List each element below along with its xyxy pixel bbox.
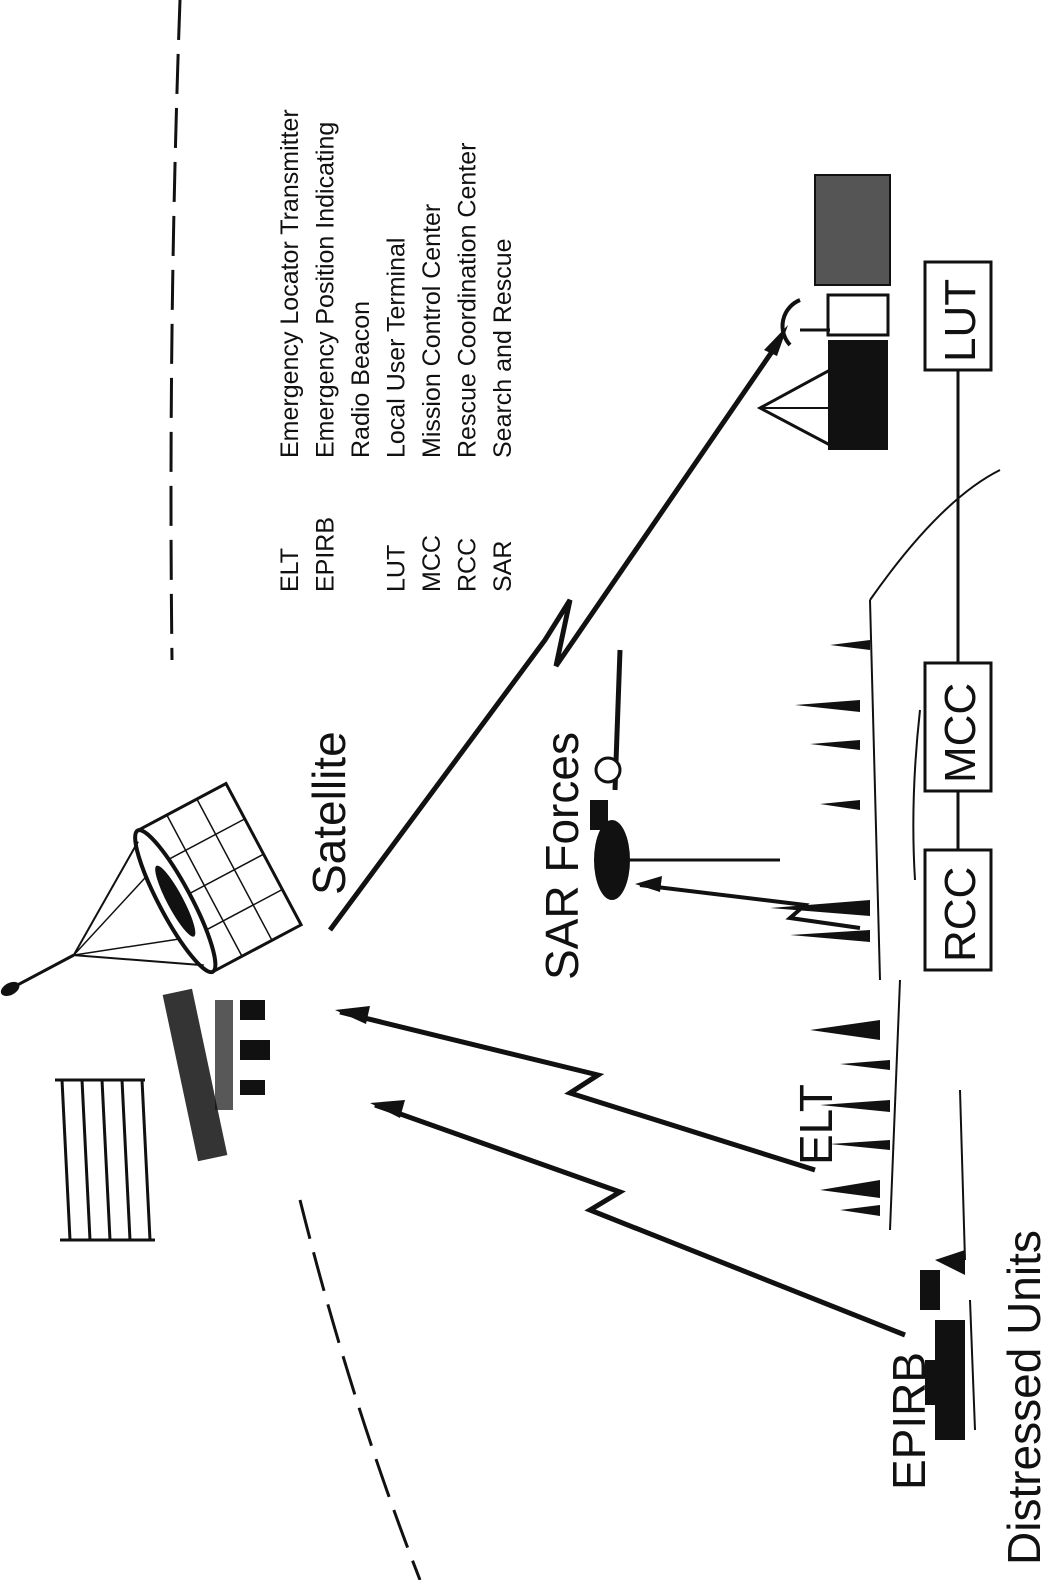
legend-meaning: Local User Terminal [383, 238, 411, 458]
legend-abbr: SAR [489, 541, 517, 592]
ground-network: LUT MCC RCC [923, 260, 993, 972]
radio-links [327, 325, 906, 1338]
legend-meaning: Mission Control Center [418, 204, 446, 458]
legend-meaning: Rescue Coordination Center [454, 143, 482, 458]
helicopter-icon [590, 649, 780, 900]
ship-icon [920, 1250, 965, 1440]
rcc-box: RCC [923, 848, 993, 972]
legend-meaning: Emergency Locator Transmitter [276, 109, 304, 458]
solar-panel-icon [55, 988, 270, 1242]
legend-meaning: Search and Rescue [489, 238, 517, 458]
legend-abbr: ELT [276, 548, 304, 592]
horizon-arc-top [169, 0, 182, 661]
elt-label: ELT [790, 1084, 842, 1165]
distressed-units-label: Distressed Units [998, 1230, 1050, 1565]
satellite-icon [0, 781, 304, 996]
sar-forces-label: SAR Forces [536, 732, 588, 980]
legend-meaning: Radio Beacon [347, 301, 375, 458]
legend-meaning: Emergency Position Indicating [312, 122, 340, 458]
legend-abbr: RCC [454, 538, 482, 592]
satellite-label: Satellite [303, 731, 355, 895]
arrowhead-epirb-satellite [370, 1100, 405, 1118]
terrain-trees [770, 640, 890, 1216]
legend-abbr: EPIRB [312, 517, 340, 592]
rcc-box-label: RCC [936, 867, 985, 962]
arrowhead-sar [635, 876, 662, 892]
link-satellite-to-lut [327, 338, 783, 932]
link-sar-to-satellite [639, 883, 861, 930]
lut-box-label: LUT [936, 279, 985, 362]
arrowhead-elt-satellite [335, 1006, 370, 1024]
shore-lines [869, 469, 1001, 1431]
horizon-arc-bottom [298, 1199, 422, 1581]
link-elt-to-satellite [339, 1009, 816, 1173]
link-epirb-to-satellite [374, 1102, 906, 1338]
legend-abbr: LUT [383, 545, 411, 592]
mcc-box-label: MCC [936, 683, 985, 783]
lut-station-icon [756, 174, 891, 450]
legend-abbr: MCC [418, 535, 446, 592]
lut-box: LUT [923, 260, 993, 372]
mcc-box: MCC [923, 661, 993, 793]
